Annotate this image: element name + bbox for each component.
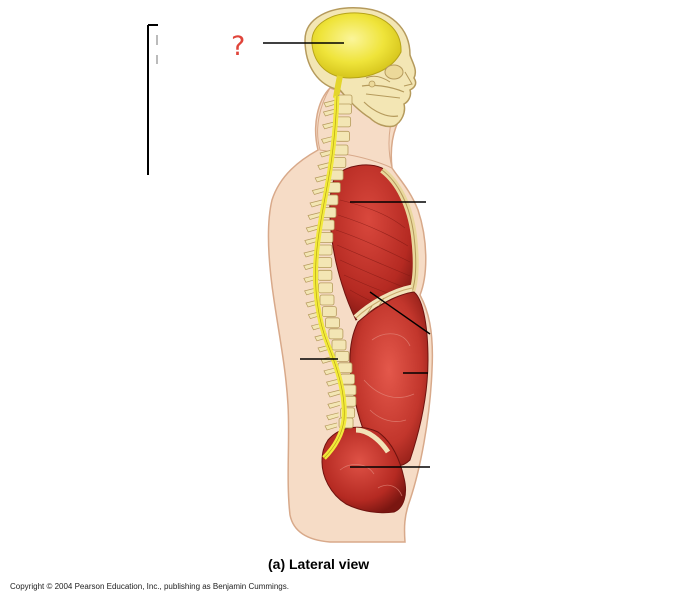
vertebral-column [303, 94, 357, 431]
spinous-process [303, 249, 317, 258]
vertebra [335, 130, 350, 142]
vertebra [337, 103, 352, 115]
vertebra [334, 350, 350, 362]
vertebra [321, 306, 337, 318]
vertebra [337, 362, 353, 374]
spinous-process [322, 108, 336, 117]
question-mark-icon: ? [231, 31, 246, 62]
spinous-process [326, 412, 339, 421]
vertebra [336, 116, 352, 128]
vertebra [337, 94, 353, 106]
vertebra [328, 328, 344, 340]
abdominal-organ-outlines [363, 333, 415, 422]
spinous-process [311, 187, 325, 195]
spinous-process [314, 174, 328, 183]
spinous-process [324, 422, 338, 431]
spinous-process [305, 224, 319, 233]
spinous-process [303, 262, 316, 271]
spinous-process [304, 237, 317, 245]
spinous-process [303, 274, 316, 283]
cranial-cavity [311, 12, 402, 79]
leader-lines [263, 42, 431, 468]
spinous-process [326, 378, 339, 387]
figure-caption: (a) Lateral view [268, 556, 370, 572]
vertebra [333, 144, 349, 156]
vertebra [331, 339, 347, 351]
spinous-process [327, 400, 340, 409]
vertebra [325, 317, 340, 329]
vertebra [317, 244, 333, 256]
spinous-process [309, 199, 323, 208]
spinous-process [323, 99, 337, 108]
vertebra [317, 257, 333, 269]
spinous-process [317, 162, 330, 170]
pelvic-organ-outlines [339, 464, 403, 497]
spinous-process [307, 212, 321, 220]
spinous-process [321, 135, 334, 144]
vertebra [319, 294, 335, 306]
spinous-process [327, 389, 341, 398]
vertebra [317, 269, 333, 281]
spinous-process [323, 367, 337, 376]
spinous-process [320, 356, 334, 364]
cavity-bracket [147, 24, 158, 175]
spinous-process [322, 121, 335, 130]
copyright-notice: Copyright © 2004 Pearson Education, Inc.… [10, 582, 289, 591]
skull [304, 7, 417, 128]
spinous-process [319, 149, 333, 158]
leader-line-diaphragm [369, 291, 431, 335]
vertebra [318, 282, 334, 294]
